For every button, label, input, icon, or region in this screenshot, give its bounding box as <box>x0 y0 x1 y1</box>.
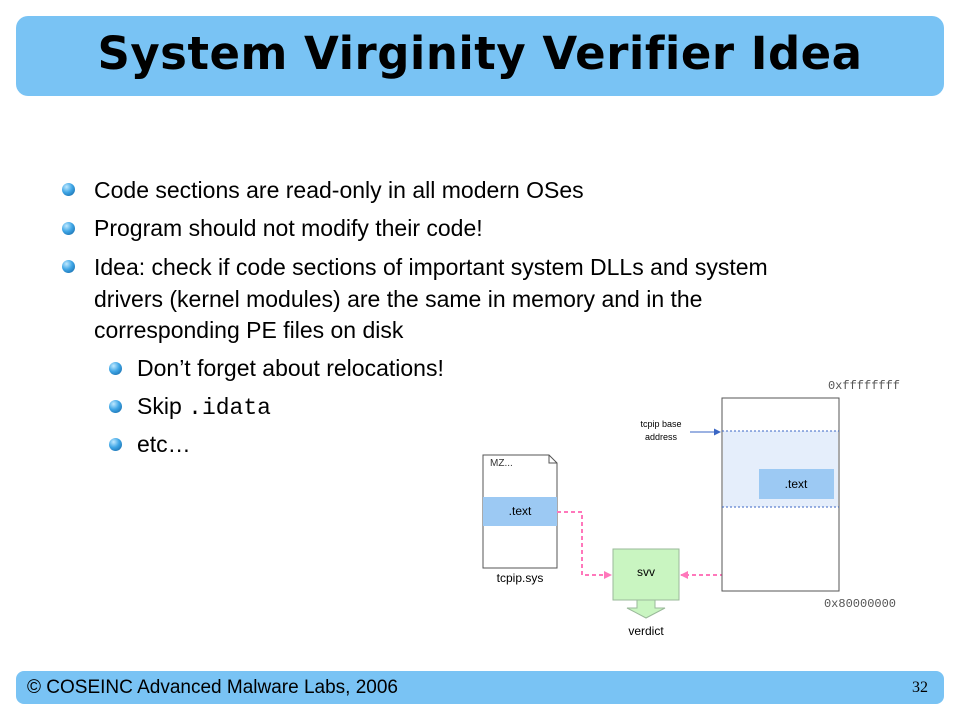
verdict-arrow-icon <box>626 599 666 619</box>
bullet-idea-line-1: Idea: check if code sections of importan… <box>94 254 768 280</box>
bullet-code-sections: Code sections are read-only in all moder… <box>94 177 584 203</box>
verdict-label: verdict <box>628 624 664 638</box>
bullet-icon <box>62 183 75 196</box>
sub-bullet-etc: etc… <box>137 431 191 457</box>
footer-copyright: © COSEINC Advanced Malware Labs, 2006 <box>27 677 398 698</box>
sub-bullet-skip: Skip .idata <box>137 391 271 424</box>
bullet-list: Code sections are read-only in all moder… <box>62 177 768 457</box>
bullet-idea-line-3: corresponding PE files on disk <box>94 317 404 343</box>
title-bar: System Virginity Verifier Idea <box>16 16 944 96</box>
footer-bar: © COSEINC Advanced Malware Labs, 2006 32 <box>16 671 944 704</box>
sub-bullet-icon <box>109 400 122 413</box>
sub-bullet-icon <box>109 438 122 451</box>
page-number: 32 <box>912 679 928 696</box>
bullet-idea-line-2: drivers (kernel modules) are the same in… <box>94 286 703 312</box>
bullet-program-modify: Program should not modify their code! <box>94 215 483 241</box>
idata-code: .idata <box>188 395 271 421</box>
skip-text: Skip <box>137 393 189 419</box>
sub-bullet-relocations: Don’t forget about relocations! <box>137 355 444 381</box>
sub-bullet-icon <box>109 362 122 375</box>
bullet-icon <box>62 260 75 273</box>
bullet-icon <box>62 222 75 235</box>
slide-title: System Virginity Verifier Idea <box>97 26 863 80</box>
